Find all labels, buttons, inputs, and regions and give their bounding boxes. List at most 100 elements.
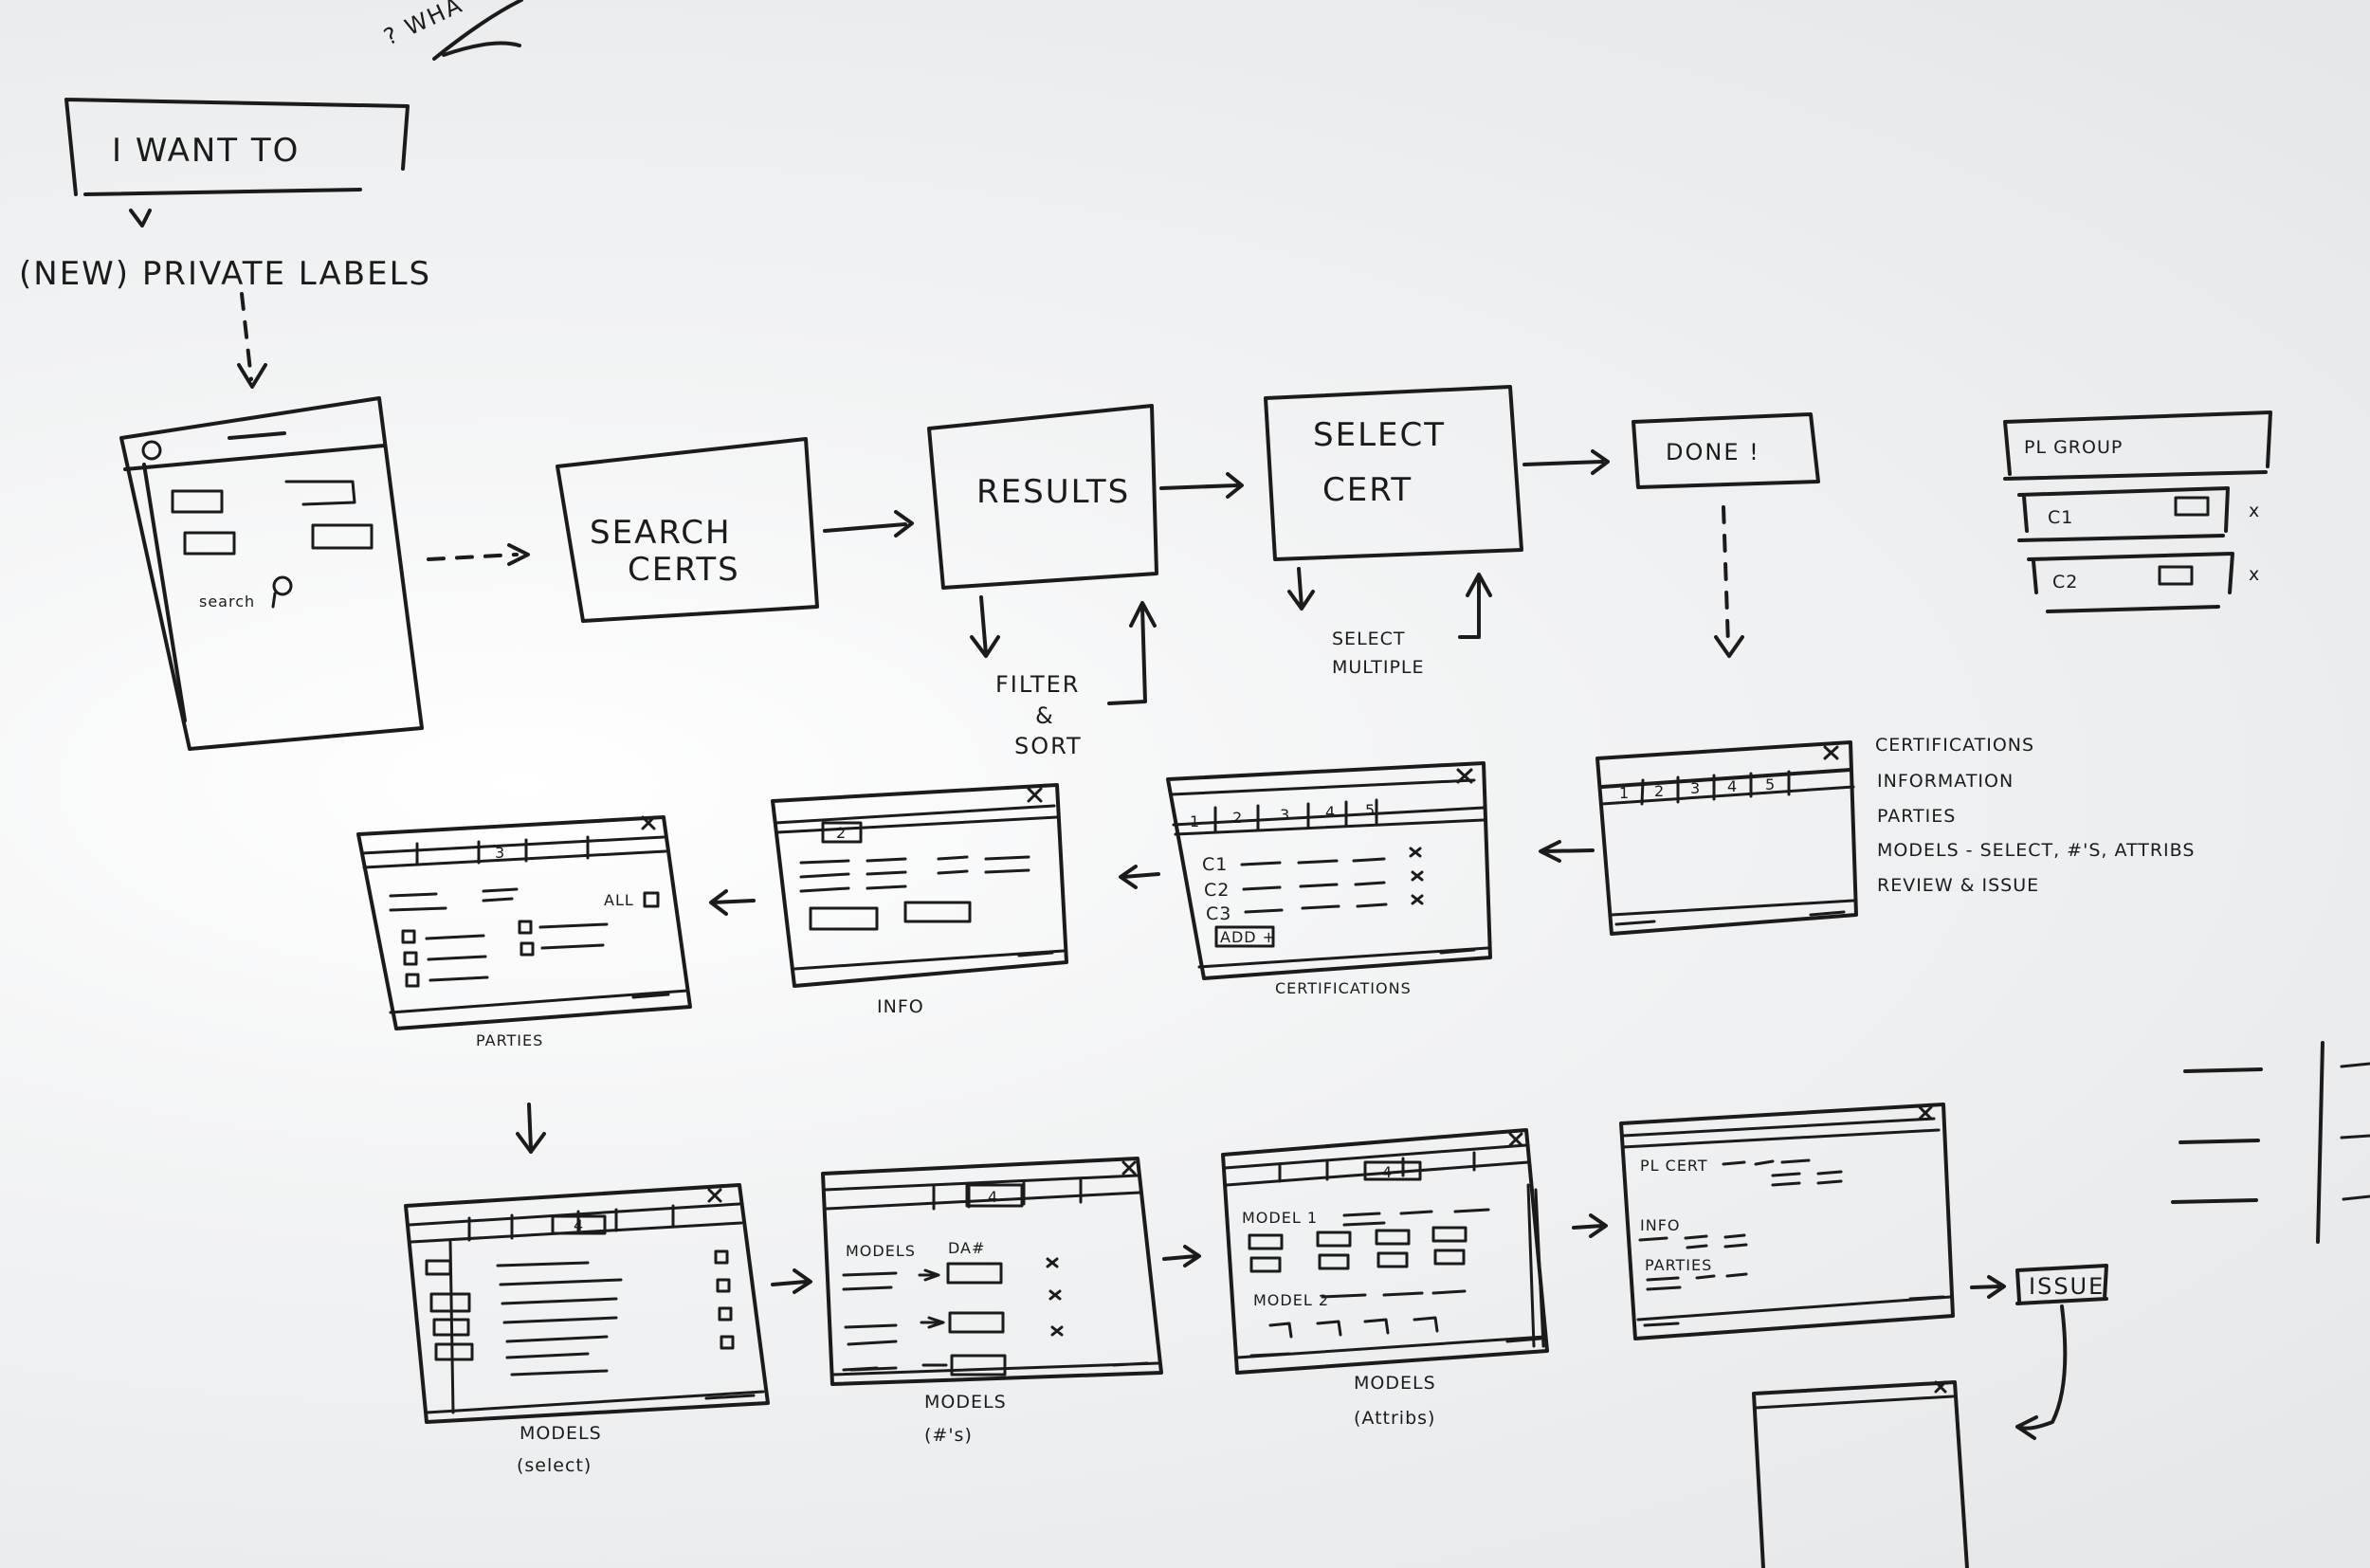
wiz-tab-5: 5 — [1765, 775, 1776, 793]
model-2-label: MODEL 2 — [1253, 1291, 1329, 1309]
models-select-tab: 4 — [574, 1216, 584, 1234]
parties-label: PARTIES — [476, 1031, 543, 1049]
models-select-label1: MODELS — [520, 1423, 602, 1444]
arrow-right — [1572, 1213, 1608, 1238]
review-parties: PARTIES — [1645, 1256, 1712, 1274]
arrow-right — [1162, 1245, 1201, 1267]
models-numbers-screen: 4 MODELS DA# — [821, 1157, 1163, 1386]
done-box: DONE ! — [1632, 412, 1820, 489]
results-box: RESULTS — [927, 404, 1158, 590]
pl-group-sketch: PL GROUP C1 x C2 x — [2003, 410, 2272, 613]
start-box-label: I WANT TO — [112, 132, 300, 170]
pl-group-row2-x: x — [2249, 564, 2260, 585]
arrow — [1159, 483, 1239, 490]
info-screen: 2 — [771, 783, 1068, 988]
start-box: I WANT TO — [64, 98, 410, 196]
step-1: CERTIFICATIONS — [1875, 735, 2034, 756]
review-pl-cert: PL CERT — [1640, 1157, 1708, 1175]
info-tab-2: 2 — [836, 824, 847, 842]
home-search-text: search — [199, 593, 255, 611]
wiz-tab-3: 3 — [1690, 779, 1701, 797]
models-nums-col2: DA# — [948, 1239, 985, 1257]
issue-label: ISSUE — [2029, 1273, 2105, 1300]
select-multiple-line1: SELECT — [1332, 629, 1406, 649]
cert-tab-4: 4 — [1325, 803, 1336, 821]
pl-group-row2: C2 — [2052, 572, 2078, 593]
loop-arrow — [1107, 601, 1157, 705]
parties-all-label: ALL — [604, 891, 634, 909]
models-nums-label2: (#'s) — [924, 1425, 973, 1446]
scribble-mark — [432, 0, 523, 61]
search-certs-line2: CERTS — [628, 551, 740, 589]
certifications-label: CERTIFICATIONS — [1275, 979, 1412, 997]
filter-label: FILTER — [995, 671, 1080, 698]
certifications-screen: 1 2 3 4 5 C1 C2 C3 ADD + — [1166, 761, 1492, 980]
search-certs-box: SEARCH CERTS — [556, 437, 819, 623]
start-subtitle: (NEW) PRIVATE LABELS — [19, 255, 431, 293]
down-arrow — [970, 595, 1000, 658]
models-select-label2: (select) — [517, 1455, 592, 1476]
models-nums-tab: 4 — [988, 1188, 998, 1206]
select-cert-line1: SELECT — [1313, 416, 1446, 454]
review-screen: PL CERT INFO PARTIES — [1619, 1103, 1955, 1340]
steps-list: CERTIFICATIONS INFORMATION PARTIES MODEL… — [1875, 735, 2195, 896]
dashed-down-arrow — [240, 292, 253, 381]
results-label: RESULTS — [976, 473, 1130, 511]
models-attribs-label2: (Attribs) — [1354, 1408, 1435, 1429]
done-label: DONE ! — [1666, 439, 1760, 465]
issue-box: ISSUE — [2015, 1264, 2108, 1305]
wiz-tab-2: 2 — [1654, 782, 1665, 800]
cert-row-c2: C2 — [1204, 880, 1230, 901]
arrow-right — [771, 1268, 812, 1294]
wiz-tab-1: 1 — [1619, 784, 1630, 802]
models-attribs-label1: MODELS — [1354, 1373, 1436, 1394]
parties-screen: 3 ALL — [356, 815, 692, 1030]
model-1-label: MODEL 1 — [1242, 1209, 1318, 1227]
issue-arrow — [2015, 1304, 2068, 1440]
search-certs-line1: SEARCH — [590, 514, 732, 552]
cert-tab-5: 5 — [1365, 801, 1376, 819]
pl-group-row1: C1 — [2048, 507, 2073, 528]
cert-tab-3: 3 — [1280, 806, 1290, 824]
arrow-head — [1714, 635, 1744, 658]
review-info: INFO — [1640, 1216, 1680, 1234]
sort-label: SORT — [1014, 733, 1083, 759]
arrow-head — [1226, 472, 1244, 499]
pl-group-row1-x: x — [2249, 501, 2260, 521]
wiz-tab-4: 4 — [1727, 777, 1738, 795]
dashed-down-arrow — [1722, 505, 1730, 647]
arrow-left — [1119, 865, 1160, 889]
arrow-left — [709, 889, 756, 916]
cert-add-button: ADD + — [1220, 928, 1276, 946]
arrow-head — [507, 543, 530, 566]
down-arrow — [1287, 567, 1315, 611]
select-cert-box: SELECT CERT — [1264, 385, 1523, 561]
home-screen-sketch: search — [119, 396, 424, 751]
pl-group-title: PL GROUP — [2024, 437, 2123, 458]
arrow — [823, 522, 907, 533]
step-2: INFORMATION — [1877, 771, 2014, 792]
arrow-head — [237, 363, 267, 389]
models-attribs-screen: 4 MODEL 1 MODEL 2 — [1221, 1128, 1549, 1375]
loop-arrow — [1458, 573, 1492, 639]
dashed-arrow — [427, 553, 519, 561]
models-nums-label1: MODELS — [924, 1392, 1007, 1413]
step-5: REVIEW & ISSUE — [1877, 875, 2039, 896]
start-arrow — [129, 209, 152, 228]
right-edge-partial-sketch — [2171, 1041, 2370, 1244]
arrow-head — [1591, 449, 1610, 475]
cert-row-c3: C3 — [1206, 903, 1231, 924]
arrow-left — [1539, 840, 1595, 863]
arrow-head — [894, 510, 914, 538]
select-multiple-line2: MULTIPLE — [1332, 657, 1425, 678]
arrow — [1522, 460, 1604, 466]
models-attribs-tab: 4 — [1382, 1163, 1393, 1181]
step-4: MODELS - select, #'s, attribs — [1877, 840, 2195, 861]
step-3: PARTIES — [1877, 806, 1956, 827]
wizard-empty-screen: 1 2 3 4 5 — [1595, 740, 1858, 936]
empty-window-bottom — [1752, 1380, 1969, 1568]
down-arrow — [516, 1103, 546, 1154]
cert-tab-1: 1 — [1190, 812, 1200, 830]
filter-amp: & — [1035, 702, 1055, 729]
